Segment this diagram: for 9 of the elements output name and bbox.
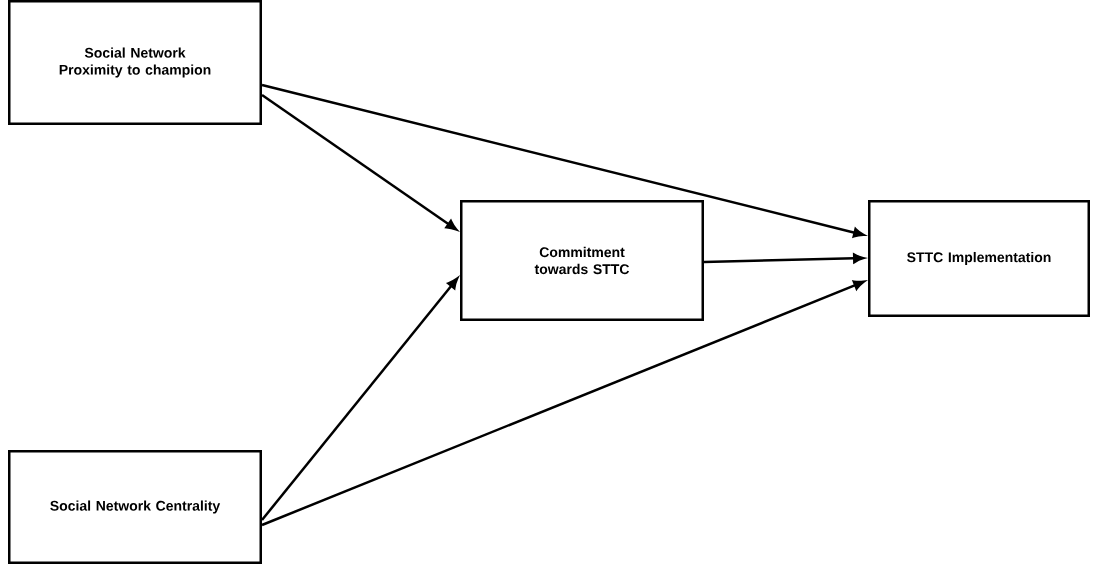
arrow [261,277,459,521]
arrow [261,93,458,231]
box: Commitment towards STTC [460,200,704,321]
box: STTC Implementation [868,200,1090,317]
arrow [704,253,865,264]
arrow [261,83,865,238]
box: Social Network Proximity to champion [8,0,262,125]
arrow [261,280,865,527]
box: Social Network Centrality [8,450,262,564]
